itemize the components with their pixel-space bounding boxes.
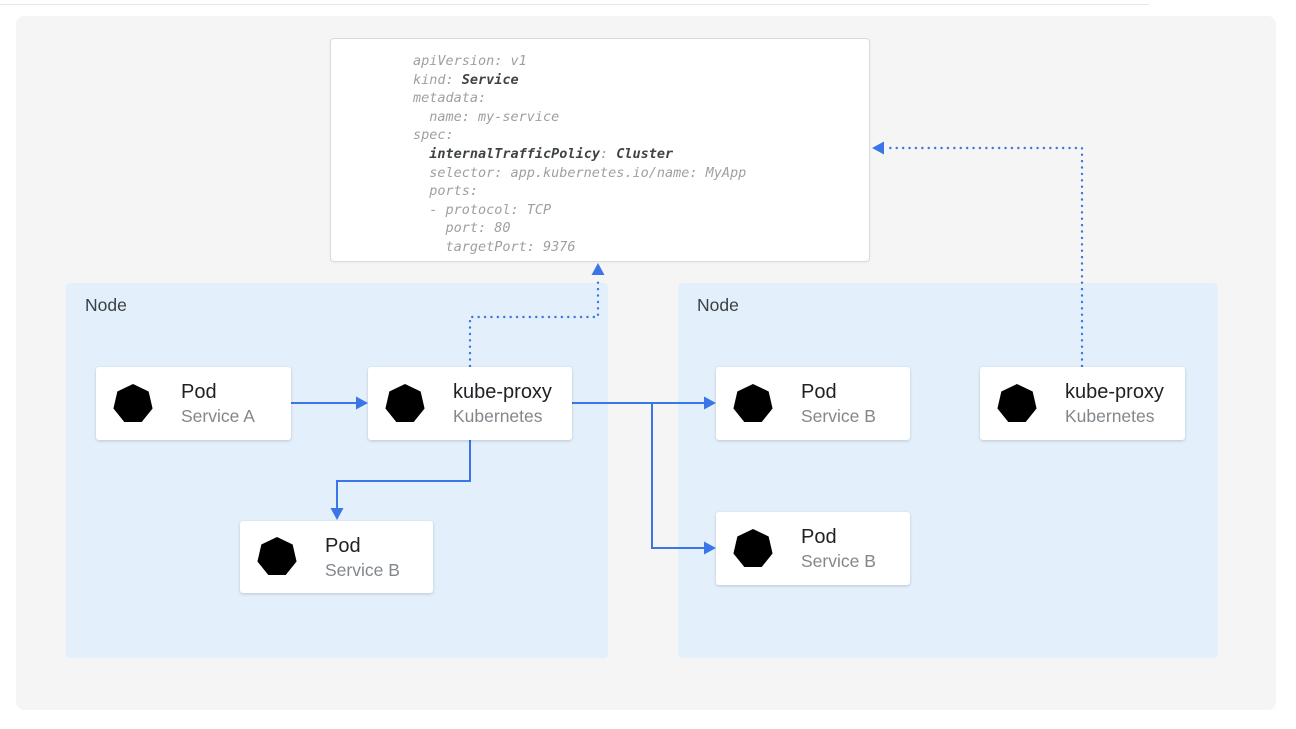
top-divider bbox=[0, 4, 1149, 5]
yaml-line: metadata: bbox=[413, 90, 487, 107]
card-pod-service-a: Pod Service A bbox=[96, 367, 291, 440]
yaml-line: name: my-service bbox=[413, 108, 560, 125]
card-subtitle: Kubernetes bbox=[1065, 406, 1155, 426]
kubernetes-icon bbox=[733, 528, 773, 567]
yaml-line: selector: app.kubernetes.io/name: MyApp bbox=[413, 164, 747, 181]
card-subtitle: Kubernetes bbox=[453, 406, 543, 426]
node-box-left: Node bbox=[66, 283, 608, 658]
card-title: Pod bbox=[801, 381, 837, 403]
yaml-line: targetPort: 9376 bbox=[413, 238, 576, 255]
kubernetes-icon bbox=[997, 383, 1037, 422]
card-title: Pod bbox=[801, 526, 837, 548]
card-subtitle: Service A bbox=[181, 406, 255, 426]
card-subtitle: Service B bbox=[801, 551, 876, 571]
kubernetes-icon bbox=[257, 536, 297, 576]
card-title: Pod bbox=[325, 534, 361, 557]
service-yaml-panel: apiVersion: v1 kind: Service metadata: n… bbox=[330, 38, 870, 262]
yaml-line: port: 80 bbox=[413, 220, 511, 237]
card-pod-service-b-right-top: Pod Service B bbox=[716, 367, 910, 440]
yaml-line: kind: Service bbox=[413, 71, 519, 88]
yaml-line: - protocol: TCP bbox=[413, 201, 552, 218]
yaml-line: apiVersion: v1 bbox=[413, 53, 527, 69]
node-label: Node bbox=[85, 295, 127, 315]
yaml-line: ports: bbox=[413, 183, 479, 200]
card-pod-service-b-right-bottom: Pod Service B bbox=[716, 512, 910, 585]
kubernetes-icon bbox=[733, 383, 773, 422]
card-subtitle: Service B bbox=[801, 406, 876, 426]
card-subtitle: Service B bbox=[325, 559, 400, 580]
yaml-line: spec: bbox=[413, 127, 454, 144]
node-label: Node bbox=[697, 295, 739, 315]
card-title: kube-proxy bbox=[1065, 381, 1164, 403]
yaml-line-internal-traffic-policy: internalTrafficPolicy: Cluster bbox=[429, 145, 674, 162]
kubernetes-icon bbox=[385, 383, 425, 422]
card-title: Pod bbox=[181, 381, 217, 403]
card-kube-proxy-left: kube-proxy Kubernetes bbox=[368, 367, 572, 440]
card-pod-service-b-left: Pod Service B bbox=[240, 521, 433, 593]
card-kube-proxy-right: kube-proxy Kubernetes bbox=[980, 367, 1185, 440]
kubernetes-icon bbox=[113, 383, 153, 422]
card-title: kube-proxy bbox=[453, 381, 552, 403]
node-box-right: Node bbox=[678, 283, 1218, 658]
